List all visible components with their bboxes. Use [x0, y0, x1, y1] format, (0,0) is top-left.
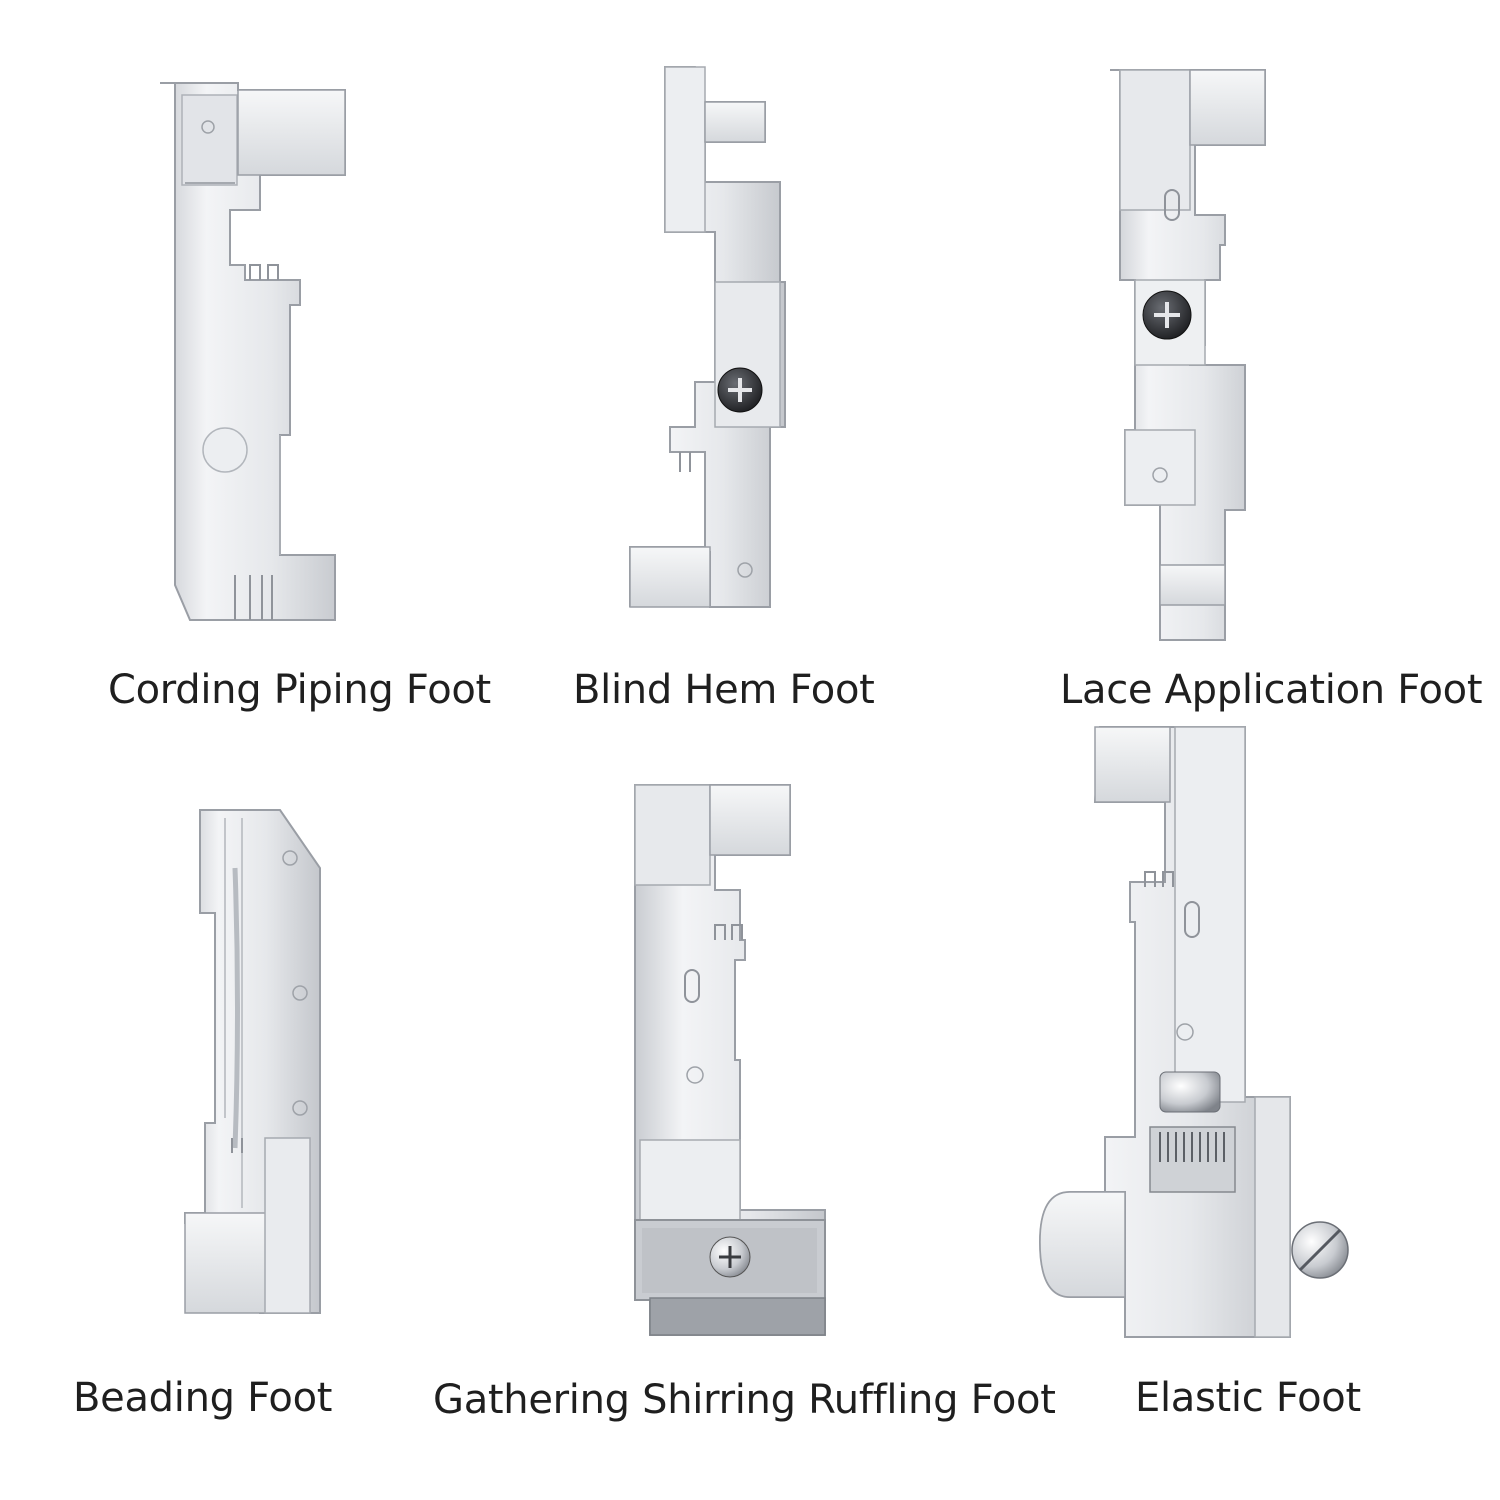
beading-foot-image: [180, 808, 330, 1318]
lace-application-foot-image: [1105, 65, 1270, 645]
cording-piping-foot-image: [150, 75, 350, 635]
foot-label-blind-hem: Blind Hem Foot: [573, 667, 875, 713]
foot-label-lace-application: Lace Application Foot: [1060, 667, 1483, 713]
foot-label-gathering-shirring-ruffling: Gathering Shirring Ruffling Foot: [433, 1377, 1056, 1423]
foot-label-cording-piping: Cording Piping Foot: [108, 667, 491, 713]
gathering-shirring-ruffling-foot-image: [630, 780, 840, 1340]
blind-hem-foot-image: [625, 62, 795, 627]
elastic-foot-image: [1035, 722, 1365, 1347]
foot-label-elastic: Elastic Foot: [1135, 1375, 1361, 1421]
foot-label-beading: Beading Foot: [73, 1375, 333, 1421]
